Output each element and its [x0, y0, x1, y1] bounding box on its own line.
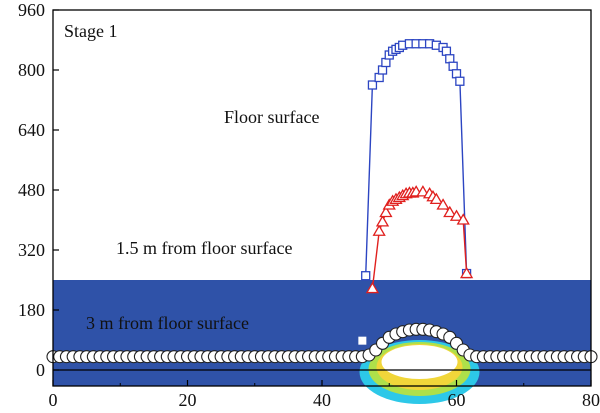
series-point-floor-0 [361, 271, 371, 281]
series-point-mid-2 [375, 215, 390, 227]
floor-surface-label: Floor surface [224, 107, 319, 127]
series-point-mid-21 [459, 266, 474, 279]
y-tick-label-2: 320 [18, 240, 45, 260]
series-point-mid-18 [443, 205, 457, 218]
series-point-floor-3 [377, 65, 388, 75]
series-point-mid-0 [365, 281, 380, 294]
series-point-floor-18 [448, 61, 458, 71]
y-tick-label-5: 800 [18, 60, 45, 80]
y-tick-label-3: 480 [18, 180, 45, 200]
low-height-label: 3 m from floor surface [86, 313, 249, 333]
series-point-mid-3 [379, 205, 393, 218]
series-point-floor-4 [381, 57, 391, 68]
series-point-floor-2 [374, 72, 384, 83]
series-point-mid-19 [449, 209, 464, 221]
series-point-mid-20 [456, 213, 470, 225]
x-tick-label-4: 80 [582, 390, 600, 410]
series-point-mid-17 [436, 198, 450, 210]
x-tick-label-2: 40 [313, 390, 331, 410]
series-point-mid-13 [416, 185, 430, 197]
series-point-floor-1 [367, 80, 378, 90]
y-tick-label-6: 960 [18, 0, 45, 20]
stage-label: Stage 1 [64, 21, 118, 41]
y-tick-label-0: 0 [36, 360, 45, 380]
x-tick-label-3: 60 [448, 390, 466, 410]
series-point-floor-19 [451, 69, 462, 79]
series-point-mid-1 [372, 224, 386, 236]
y-tick-label-1: 180 [18, 300, 45, 320]
plume-contour-core [381, 345, 458, 379]
axes-layer: 0 180 320 480 640 800 960 0 20 40 60 80 [18, 0, 600, 410]
series-point-floor-20 [455, 76, 465, 86]
series-layer [46, 39, 598, 364]
extra-marker [358, 336, 367, 345]
series-point-floor-17 [445, 54, 455, 64]
y-tick-label-4: 640 [18, 120, 45, 140]
series-point-mid-16 [429, 192, 443, 205]
x-tick-label-1: 20 [179, 390, 197, 410]
series-point-floor-16 [441, 46, 452, 56]
x-tick-label-0: 0 [49, 390, 58, 410]
mid-height-label: 1.5 m from floor surface [116, 238, 292, 258]
contour-band [53, 280, 591, 386]
